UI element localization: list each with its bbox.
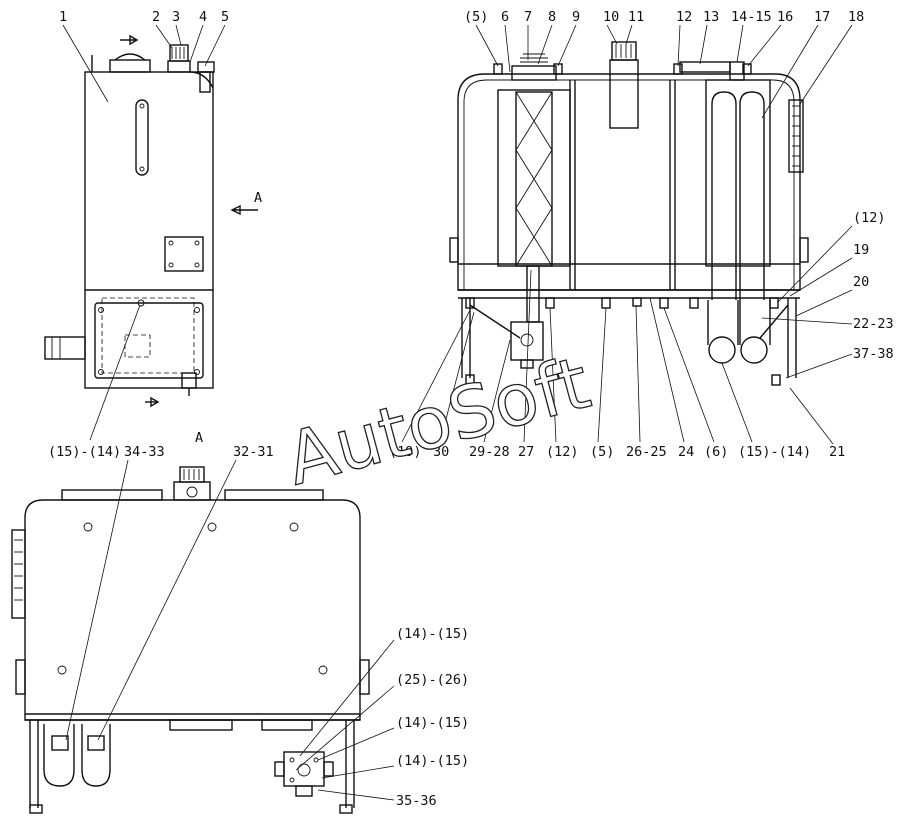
callout-6: 6 — [501, 9, 509, 25]
callout-17: 17 — [814, 9, 830, 25]
section-arrow-label: A — [254, 190, 262, 206]
callout-34-33: 34-33 — [124, 444, 165, 460]
callout-14-15-c: (14)-(15) — [396, 753, 469, 769]
callout-15-14: (15)-(14) — [48, 444, 121, 460]
callout-paren-6: (6) — [704, 444, 728, 460]
callout-paren-12-side: (12) — [853, 210, 886, 226]
callout-19: 19 — [853, 242, 869, 258]
callout-27: 27 — [518, 444, 534, 460]
callout-10: 10 — [603, 9, 619, 25]
callout-18: 18 — [848, 9, 864, 25]
callout-5: 5 — [221, 9, 229, 25]
callout-25-26: (25)-(26) — [396, 672, 469, 688]
callout-16: 16 — [777, 9, 793, 25]
section-view — [449, 41, 809, 386]
callout-7: 7 — [524, 9, 532, 25]
callout-4: 4 — [199, 9, 207, 25]
callout-9: 9 — [572, 9, 580, 25]
callout-paren-12-bottom: (12) — [546, 444, 579, 460]
callout-paren-5-bottom: (5) — [590, 444, 614, 460]
callout-29-28: 29-28 — [469, 444, 510, 460]
callout-14-15: 14-15 — [731, 9, 772, 25]
callout-1: 1 — [59, 9, 67, 25]
callout-35-36: 35-36 — [396, 793, 437, 809]
side-view-callouts: 1 2 3 4 5 (15)-(14) — [48, 9, 229, 460]
watermark: AutoSoft — [278, 340, 598, 501]
callout-21: 21 — [829, 444, 845, 460]
callout-14-15-a: (14)-(15) — [396, 626, 469, 642]
callout-24: 24 — [678, 444, 694, 460]
callout-15-14-right: (15)-(14) — [738, 444, 811, 460]
callout-20: 20 — [853, 274, 869, 290]
callout-32-31: 32-31 — [233, 444, 274, 460]
callout-22-23: 22-23 — [853, 316, 894, 332]
callout-26-25: 26-25 — [626, 444, 667, 460]
callout-11: 11 — [628, 9, 644, 25]
side-view: A — [44, 34, 262, 408]
callout-2: 2 — [152, 9, 160, 25]
callout-paren-19: (19) — [389, 444, 422, 460]
callout-30: 30 — [433, 444, 449, 460]
callout-13: 13 — [703, 9, 719, 25]
callout-37-38: 37-38 — [853, 346, 894, 362]
view-a-title: A — [195, 430, 203, 446]
callout-paren-5: (5) — [464, 9, 488, 25]
callout-3: 3 — [172, 9, 180, 25]
callout-12: 12 — [676, 9, 692, 25]
front-view-callouts: 34-33 32-31 (14)-(15) (25)-(26) (14)-(15… — [65, 444, 469, 809]
callout-8: 8 — [548, 9, 556, 25]
front-view-a: A — [11, 430, 370, 814]
callout-14-15-b: (14)-(15) — [396, 715, 469, 731]
section-view-callouts: (5) 6 7 8 9 10 11 12 13 14-15 16 17 18 (… — [389, 9, 894, 460]
